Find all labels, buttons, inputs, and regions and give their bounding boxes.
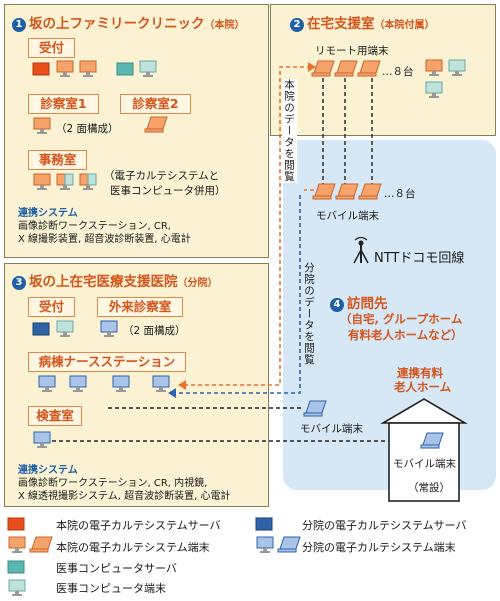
legend-branch-server-icon: [255, 517, 273, 531]
hospital-outpatient-note: （2 面構成）: [123, 325, 186, 337]
main-server-icon: [32, 62, 50, 76]
clinic-reception-label: 受付: [28, 38, 75, 58]
branch-terminal-icon: [152, 375, 170, 392]
clinic-exam2-label: 診察室2: [120, 94, 191, 114]
clinic-title-text: 坂の上ファミリークリニック: [29, 16, 205, 32]
mobile-count: …８台: [384, 188, 416, 200]
medical-server-icon: [116, 62, 134, 76]
remote-laptop-icon: [311, 60, 335, 77]
branch-terminal-icon: [33, 431, 51, 448]
main-terminal-icon: [79, 60, 97, 77]
remote-laptop-icon: [357, 60, 381, 77]
hospital-title-text: 坂の上在宅医療支援医院: [29, 274, 178, 290]
hospital-lab-label: 検査室: [28, 406, 82, 426]
clinic-exam-note: （2 面構成）: [56, 123, 119, 135]
clinic-office-note2: 医事コンピュータ併用）: [110, 185, 226, 197]
legend-main-server-icon: [7, 517, 25, 531]
visit-title-text: 訪問先: [347, 296, 388, 312]
hospital-systems-line2: X 線透視撮影システム, 超音波診断装置, 心電計: [18, 491, 231, 502]
branch-terminal-icon: [38, 375, 56, 392]
main-terminal-icon: [33, 173, 51, 190]
clinic-systems-line2: X 線撮影装置, 超音波診断装置, 心電計: [18, 234, 191, 245]
main-data-label: 本院のデータを閲覧: [282, 79, 297, 183]
branch-terminal-icon: [69, 375, 87, 392]
clinic-office-label: 事務室: [28, 150, 87, 170]
visit-line1: （自宅, グループホーム: [340, 312, 463, 326]
hospital-title-sub: （分院）: [177, 278, 218, 289]
legend-medical-server-icon: [7, 560, 25, 574]
remote-laptop-icon: [334, 60, 358, 77]
clinic-office-note1: （電子カルテシステムと: [104, 170, 220, 182]
house-laptop-icon: [420, 432, 444, 449]
homecare-number: 2: [290, 18, 304, 32]
legend-main-server: 本院の電子カルテシステムサーバ: [56, 519, 221, 532]
hospital-number: 3: [12, 276, 26, 290]
nursing-home-line1: 連携有料: [397, 366, 443, 380]
homecare-title-text: 在宅支援室: [307, 16, 375, 32]
legend-branch-server: 分院の電子カルテシステムサーバ: [302, 519, 467, 532]
legend-medical-terminal: 医事コンピュータ端末: [56, 582, 166, 595]
homecare-title-sub: （本院付属）: [374, 20, 435, 31]
medical-terminal-icon: [448, 59, 466, 76]
legend-branch-terminal: 分院の電子カルテシステム端末: [302, 541, 456, 554]
hospital-reception-label: 受付: [28, 297, 75, 317]
remote-count: …８台: [382, 66, 414, 78]
legend-medical-server: 医事コンピュータサーバ: [56, 562, 177, 575]
branch-terminal-icon: [112, 375, 130, 392]
hospital-systems-head: 連携システム: [18, 465, 78, 476]
remote-terminals-label: リモート用端末: [315, 45, 389, 57]
clinic-systems-line1: 画像診断ワークステーション, CR,: [18, 221, 171, 232]
hospital-ward-label: 病棟ナースステーション: [28, 352, 186, 372]
visit-line2: 有料老人ホームなど）: [348, 328, 463, 342]
mobile-laptop-icon: [312, 183, 336, 200]
clinic-systems-head: 連携システム: [18, 208, 78, 219]
legend-branch-laptop-icon: [277, 536, 301, 553]
mobile-terminals-label: モバイル端末: [316, 210, 379, 222]
legend-branch-terminal-icon: [256, 536, 274, 553]
legend-main-terminal: 本院の電子カルテシステム端末: [56, 541, 210, 554]
main-laptop-icon: [144, 116, 168, 133]
medical-terminal-icon: [139, 60, 157, 77]
legend-medical-terminal-icon: [8, 579, 26, 596]
hospital-systems-line1: 画像診断ワークステーション, CR, 内視鏡,: [18, 478, 208, 489]
legend-main-laptop-icon: [29, 536, 53, 553]
mobile-laptop-icon: [335, 183, 359, 200]
medical-terminal-icon: [425, 81, 443, 98]
house-note: （常設）: [408, 482, 450, 494]
branch-data-label: 分院のデータを閲覧: [302, 262, 317, 366]
main-terminal-icon: [33, 117, 51, 134]
network-label: NTTドコモ回線: [374, 251, 465, 266]
visit-mobile-label: モバイル端末: [300, 423, 363, 435]
combined-terminal-icon: [79, 173, 97, 190]
branch-terminal-icon: [100, 320, 118, 337]
nursing-home-line2: 老人ホーム: [394, 380, 452, 394]
medical-terminal-icon: [56, 320, 74, 337]
main-terminal-icon: [56, 60, 74, 77]
hospital-outpatient-label: 外来診察室: [97, 297, 183, 317]
clinic-exam1-label: 診察室1: [28, 94, 99, 114]
house-mobile-label: モバイル端末: [393, 458, 456, 470]
combined-terminal-icon: [56, 173, 74, 190]
visit-laptop-icon: [303, 400, 327, 417]
branch-server-icon: [32, 322, 50, 336]
mobile-laptop-icon: [358, 183, 382, 200]
legend-main-terminal-icon: [8, 536, 26, 553]
antenna-icon: [353, 236, 369, 264]
clinic-number: 1: [12, 18, 26, 32]
clinic-title-sub: （本院）: [204, 20, 245, 31]
main-terminal-icon: [425, 59, 443, 76]
visit-number: 4: [330, 298, 344, 312]
house-icon: [380, 398, 468, 502]
